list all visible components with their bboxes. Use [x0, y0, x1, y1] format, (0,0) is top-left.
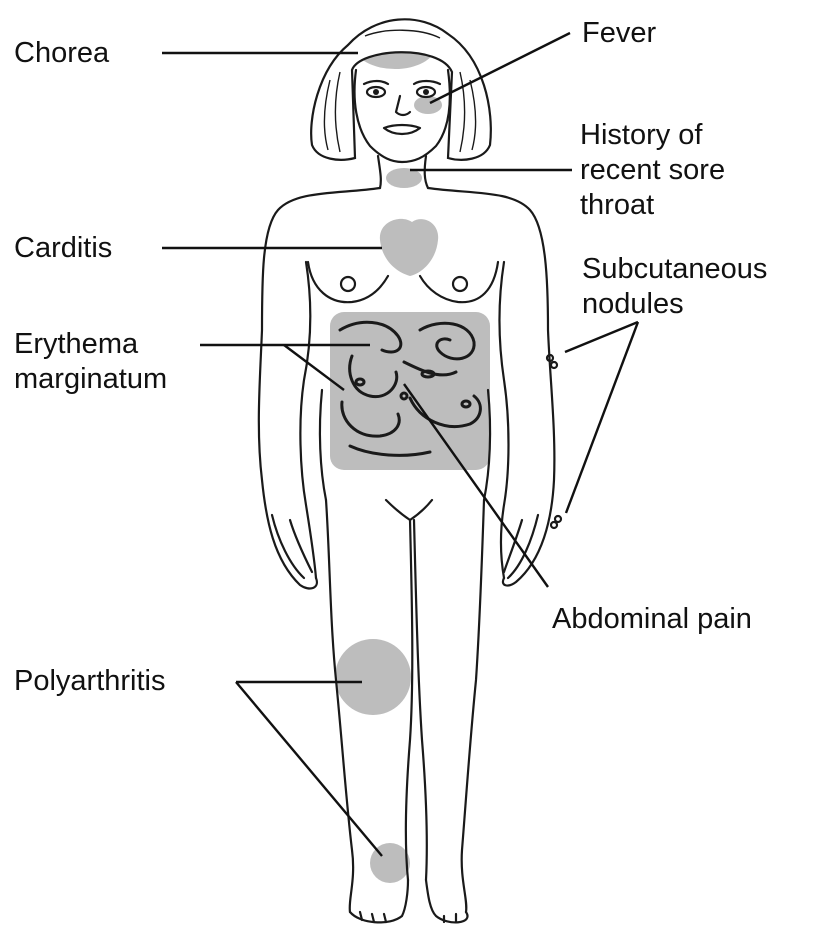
label-sore-throat-line-2: recent sore — [580, 153, 725, 188]
leader-nodules-upper — [565, 322, 638, 352]
leader-nodules-lower — [566, 322, 638, 513]
label-abdominal-pain: Abdominal pain — [552, 602, 752, 637]
label-nodules-line-2: nodules — [582, 287, 767, 322]
label-erythema-line-1: Erythema — [14, 327, 167, 362]
label-chorea: Chorea — [14, 36, 109, 71]
highlight-knee — [335, 639, 411, 715]
label-erythema: Erythema marginatum — [14, 327, 167, 397]
label-sore-throat-line-3: throat — [580, 188, 725, 223]
label-carditis: Carditis — [14, 231, 112, 266]
label-nodules: Subcutaneous nodules — [582, 252, 767, 322]
label-polyarthritis: Polyarthritis — [14, 664, 166, 699]
label-sore-throat: History of recent sore throat — [580, 118, 725, 223]
label-erythema-line-2: marginatum — [14, 362, 167, 397]
label-nodules-line-1: Subcutaneous — [582, 252, 767, 287]
highlight-heart — [380, 219, 438, 276]
hair — [311, 19, 491, 159]
label-sore-throat-line-1: History of — [580, 118, 725, 153]
face — [355, 70, 450, 162]
label-fever: Fever — [582, 16, 656, 51]
